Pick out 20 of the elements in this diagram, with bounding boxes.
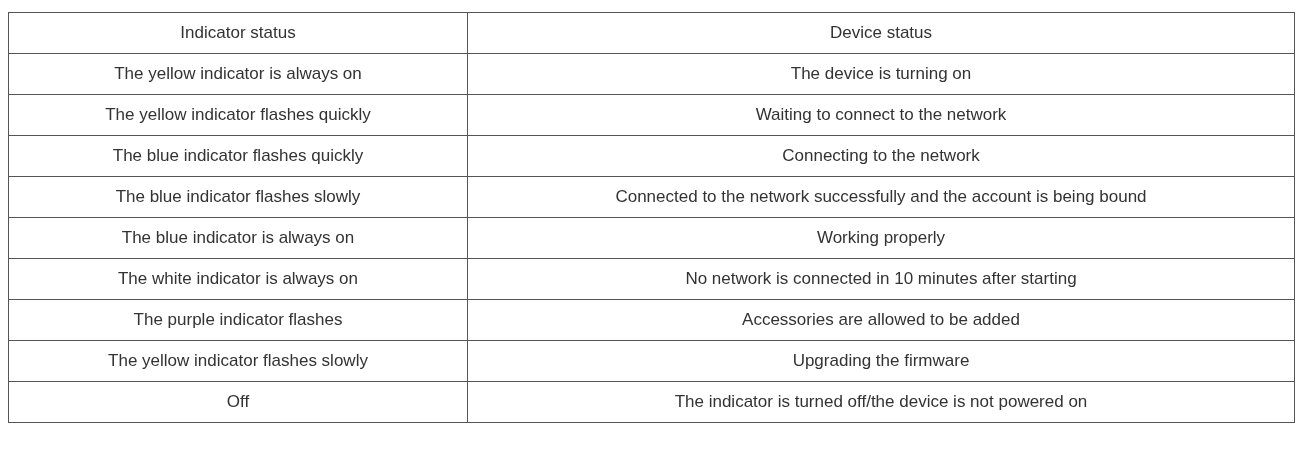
device-status-text: Connected to the network successfully and the account is being bound — [467, 176, 1295, 218]
device-status-text: The indicator is turned off/the device is not powered on — [467, 381, 1295, 423]
indicator-status-text: Off — [8, 381, 468, 423]
device-status-text: Upgrading the firmware — [467, 340, 1295, 382]
device-status-text: Accessories are allowed to be added — [467, 299, 1295, 341]
device-status-text: The device is turning on — [467, 53, 1295, 95]
column-header: Device status — [467, 12, 1295, 54]
indicator-status-text: The blue indicator is always on — [8, 217, 468, 259]
indicator-status-text: The white indicator is always on — [8, 258, 468, 300]
indicator-status-text: The purple indicator flashes — [8, 299, 468, 341]
device-status-text: Waiting to connect to the network — [467, 94, 1295, 136]
column-header: Indicator status — [8, 12, 468, 54]
indicator-status-text: The yellow indicator flashes slowly — [8, 340, 468, 382]
indicator-status-text: The blue indicator flashes slowly — [8, 176, 468, 218]
device-status-text: Working properly — [467, 217, 1295, 259]
device-status-text: No network is connected in 10 minutes after starting — [467, 258, 1295, 300]
indicator-status-text: The yellow indicator is always on — [8, 53, 468, 95]
device-status-text: Connecting to the network — [467, 135, 1295, 177]
indicator-status-text: The yellow indicator flashes quickly — [8, 94, 468, 136]
indicator-status-text: The blue indicator flashes quickly — [8, 135, 468, 177]
